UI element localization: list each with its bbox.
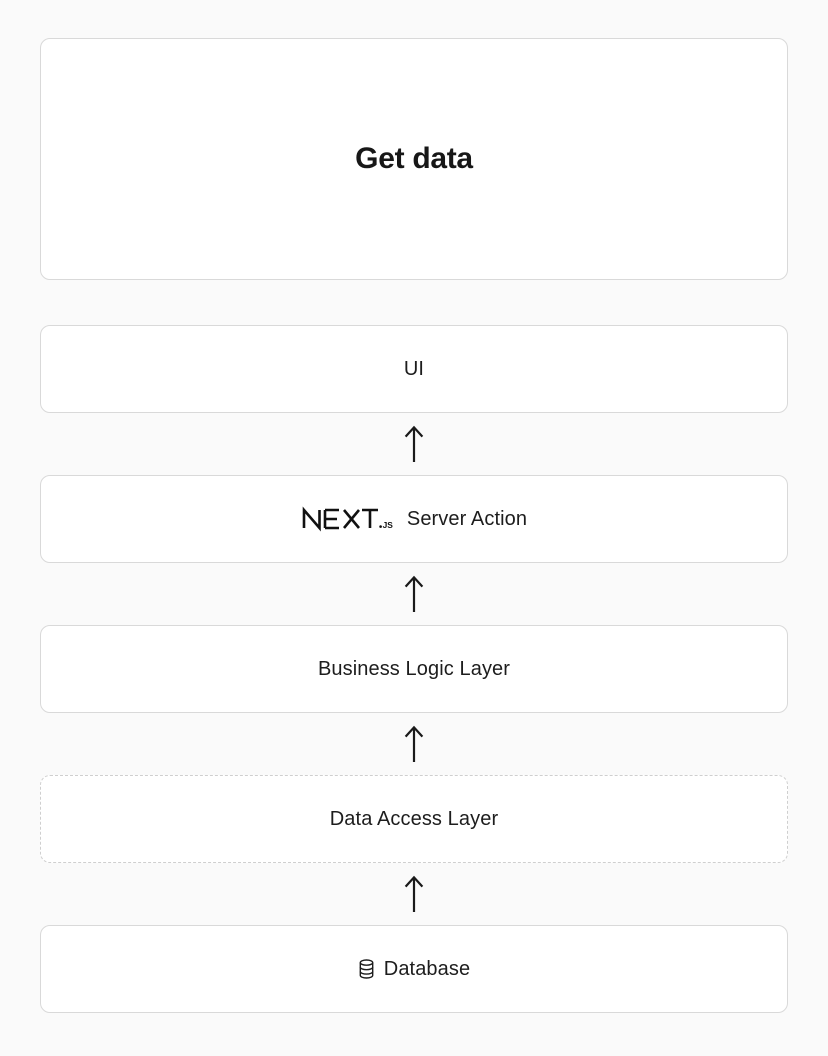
server-action-content: JS Server Action	[301, 506, 527, 532]
data-access-layer-label: Data Access Layer	[329, 808, 499, 830]
arrow-business-logic-to-server-action	[40, 563, 788, 625]
arrow-up-icon	[401, 725, 427, 763]
arrow-up-icon	[401, 875, 427, 913]
svg-text:JS: JS	[382, 520, 392, 530]
nextjs-logo-icon: JS	[301, 506, 393, 532]
arrow-database-to-data-access	[40, 863, 788, 925]
spacer-hero-to-ui	[40, 280, 788, 325]
card-server-action: JS Server Action	[40, 475, 788, 563]
ui-label: UI	[403, 358, 425, 380]
card-get-data: Get data	[40, 38, 788, 280]
arrow-up-icon	[401, 575, 427, 613]
card-business-logic-layer: Business Logic Layer	[40, 625, 788, 713]
arrow-up-icon	[401, 425, 427, 463]
business-logic-layer-label: Business Logic Layer	[317, 658, 511, 680]
card-data-access-layer: Data Access Layer	[40, 775, 788, 863]
card-database: Database	[40, 925, 788, 1013]
arrow-server-action-to-ui	[40, 413, 788, 475]
card-ui: UI	[40, 325, 788, 413]
arrow-data-access-to-business-logic	[40, 713, 788, 775]
database-icon	[358, 959, 375, 979]
server-action-label: Server Action	[406, 508, 528, 530]
get-data-label: Get data	[355, 142, 473, 175]
database-label: Database	[383, 958, 471, 980]
database-content: Database	[358, 959, 470, 979]
